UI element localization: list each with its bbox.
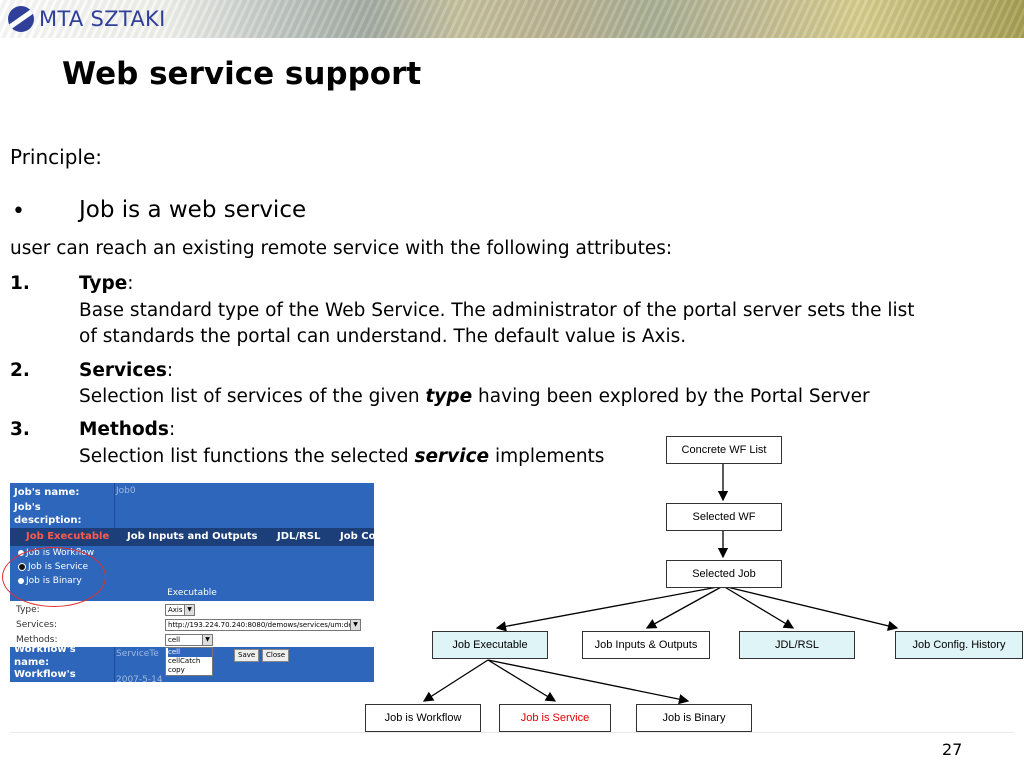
type-select[interactable]: Axis▼ <box>165 604 195 616</box>
item-term: Services: <box>79 360 174 381</box>
methods-dropdown-list[interactable]: cell cellCatch copy <box>165 647 213 676</box>
chevron-down-icon: ▼ <box>350 620 360 630</box>
item-number: 1. <box>10 273 30 294</box>
workflow-name-value: ServiceTe <box>116 649 159 659</box>
item-desc-line: Base standard type of the Web Service. T… <box>79 300 915 321</box>
job-description-label: Job's description: <box>14 502 82 526</box>
concrete-wf-list-node: Concrete WF List <box>666 436 782 464</box>
portal-screenshot: Job's name: Job0 Job's description: Job … <box>10 483 374 682</box>
tab-job-config[interactable]: Job Co <box>340 531 374 542</box>
column-divider <box>114 483 115 528</box>
column-divider <box>114 647 115 682</box>
job-is-service-node: Job is Service <box>499 704 611 732</box>
methods-option[interactable]: copy <box>168 666 185 674</box>
bullet-symbol: • <box>12 199 25 224</box>
item-number: 2. <box>10 360 30 381</box>
desc-emphasis: service <box>414 446 490 467</box>
item-term: Methods: <box>79 419 176 440</box>
service-form: Type: Axis▼ Services: http://193.224.70.… <box>10 601 374 647</box>
item-number: 3. <box>10 419 30 440</box>
desc-post: implements <box>489 446 605 467</box>
tab-job-executable[interactable]: Job Executable <box>26 531 110 542</box>
logo: MTA SZTAKI <box>8 6 166 32</box>
principle-heading: Principle: <box>10 145 103 169</box>
item-term: Type: <box>79 273 134 294</box>
services-select[interactable]: http://193.224.70.240:8080/demows/servic… <box>165 619 361 631</box>
services-label: Services: <box>16 620 57 630</box>
chevron-down-icon: ▼ <box>202 635 212 645</box>
tab-job-inputs-outputs[interactable]: Job Inputs and Outputs <box>127 531 258 542</box>
item-term-label: Methods <box>79 419 169 440</box>
job-is-workflow-node: Job is Workflow <box>365 704 481 732</box>
selected-wf-node: Selected WF <box>666 503 782 531</box>
type-select-value: Axis <box>168 606 183 614</box>
header-banner: MTA SZTAKI <box>0 0 1024 38</box>
type-label: Type: <box>16 605 40 615</box>
job-is-binary-node: Job is Binary <box>636 704 752 732</box>
page-number: 27 <box>942 740 963 759</box>
highlight-ellipse <box>2 547 106 607</box>
methods-label: Methods: <box>16 635 58 645</box>
item-desc-line: Selection list of services of the given … <box>79 383 870 410</box>
intro-text: user can reach an existing remote servic… <box>10 238 673 259</box>
item-term-label: Services <box>79 360 167 381</box>
desc-post: having been explored by the Portal Serve… <box>472 386 870 407</box>
footer-divider <box>10 732 1014 733</box>
desc-pre: Selection list functions the selected <box>79 446 415 467</box>
logo-text: MTA SZTAKI <box>39 7 166 31</box>
item-desc-line: Selection list functions the selected se… <box>79 443 604 470</box>
save-button[interactable]: Save <box>234 649 260 662</box>
methods-select[interactable]: cell ▼ <box>165 634 213 646</box>
workflow-with-value: 2007-5-14 <box>116 675 163 682</box>
methods-option[interactable]: cell <box>168 648 212 657</box>
job-inputs-outputs-node: Job Inputs & Outputs <box>582 631 710 659</box>
job-executable-node: Job Executable <box>432 631 548 659</box>
item-term-label: Type <box>79 273 128 294</box>
jdl-rsl-node: JDL/RSL <box>739 631 855 659</box>
executable-heading: Executable <box>167 588 217 598</box>
job-config-history-node: Job Config. History <box>895 631 1023 659</box>
bullet-text: Job is a web service <box>79 197 307 223</box>
tab-jdl-rsl[interactable]: JDL/RSL <box>277 531 321 542</box>
desc-pre: Selection list of services of the given <box>79 386 426 407</box>
methods-select-value: cell <box>168 636 181 644</box>
close-button[interactable]: Close <box>262 649 290 662</box>
desc-emphasis: type <box>425 386 473 407</box>
methods-option[interactable]: cellCatch <box>168 657 201 665</box>
job-name-value[interactable]: Job0 <box>116 486 136 496</box>
workflow-with-label: Workflow's <box>14 669 76 680</box>
sztaki-logo-icon <box>8 6 34 32</box>
slide-title: Web service support <box>62 56 422 92</box>
workflow-name-label: Workflow's name: <box>14 644 76 668</box>
services-select-value: http://193.224.70.240:8080/demows/servic… <box>168 621 361 629</box>
job-name-label: Job's name: <box>14 487 80 498</box>
item-desc-line: of standards the portal can understand. … <box>79 326 687 347</box>
selected-job-node: Selected Job <box>666 560 782 588</box>
job-tabs: Job Executable Job Inputs and Outputs JD… <box>10 528 374 546</box>
chevron-down-icon: ▼ <box>184 605 194 615</box>
